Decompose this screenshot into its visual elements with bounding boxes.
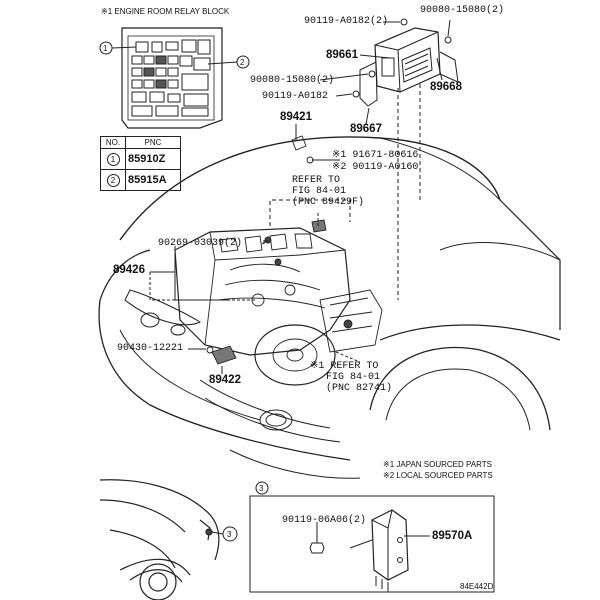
car-body-drawing — [98, 136, 561, 479]
label-89421: 89421 — [280, 111, 312, 123]
label-90119-06a06-2: 90119-06A06(2) — [282, 515, 367, 526]
pnc-table: NO. PNC 1 85910Z 2 85915A — [100, 136, 181, 191]
module-drawing — [371, 509, 409, 592]
note-local-sourced: ※2 LOCAL SOURCED PARTS — [383, 471, 493, 480]
car-rear-drawing — [99, 479, 220, 600]
pnc-table-header: NO. PNC — [100, 136, 181, 149]
label-89667: 89667 — [350, 123, 382, 135]
detail-callout-3-side: 3 — [227, 530, 232, 539]
pnc-header-no: NO. — [100, 136, 126, 149]
label-90080-15080-2-top: 90080-15080(2) — [420, 5, 505, 16]
note-japan-sourced: ※1 JAPAN SOURCED PARTS — [383, 460, 492, 469]
refer-82741-line2: FIG 84-01 — [326, 372, 381, 383]
table-row: 2 85915A — [100, 169, 181, 191]
label-89668: 89668 — [430, 81, 462, 93]
label-89422: 89422 — [209, 374, 241, 386]
pnc-value-1: 85910Z — [125, 148, 181, 170]
label-89661: 89661 — [326, 49, 358, 61]
table-row: 1 85910Z — [100, 148, 181, 170]
label-89426: 89426 — [113, 264, 145, 276]
relay-block-title: ※1 ENGINE ROOM RELAY BLOCK — [101, 7, 230, 16]
label-90080-15080-2-mid: 90080-15080(2) — [250, 75, 335, 86]
refer-89429f-line2: FIG 84-01 — [292, 186, 347, 197]
refer-82741-line3: (PNC 82741) — [326, 383, 393, 394]
refer-82741-line1: ※1 REFER TO — [310, 361, 379, 372]
bolt-drawing — [309, 535, 325, 554]
ecu-drawing — [352, 18, 459, 107]
label-90119-a0182: 90119-A0182 — [262, 91, 329, 102]
label-90430-12221: 90430-12221 — [117, 343, 184, 354]
label-91671-80616: ※1 91671-80616 — [332, 150, 419, 161]
relay-block-drawing — [121, 27, 223, 129]
callout-1: 1 — [103, 44, 108, 53]
refer-89429f-line1: REFER TO — [292, 175, 341, 186]
pnc-value-2: 85915A — [125, 169, 181, 191]
pnc-no-2: 2 — [106, 173, 120, 187]
figure-code: 84E442D — [460, 582, 494, 591]
label-90269-03039-2: 90269-03039(2) — [158, 238, 243, 249]
detail-callout-3-top: 3 — [259, 484, 264, 493]
engine-drawing — [174, 135, 383, 386]
callout-2: 2 — [240, 58, 245, 67]
label-90119-a0160: ※2 90119-A0160 — [332, 162, 419, 173]
refer-89429f-line3: (PNC 89429F) — [292, 197, 365, 208]
pnc-header-pnc: PNC — [125, 136, 181, 149]
label-90119-a0182-2: 90119-A0182(2) — [304, 16, 389, 27]
label-89570a: 89570A — [432, 530, 473, 542]
pnc-no-1: 1 — [106, 152, 120, 166]
